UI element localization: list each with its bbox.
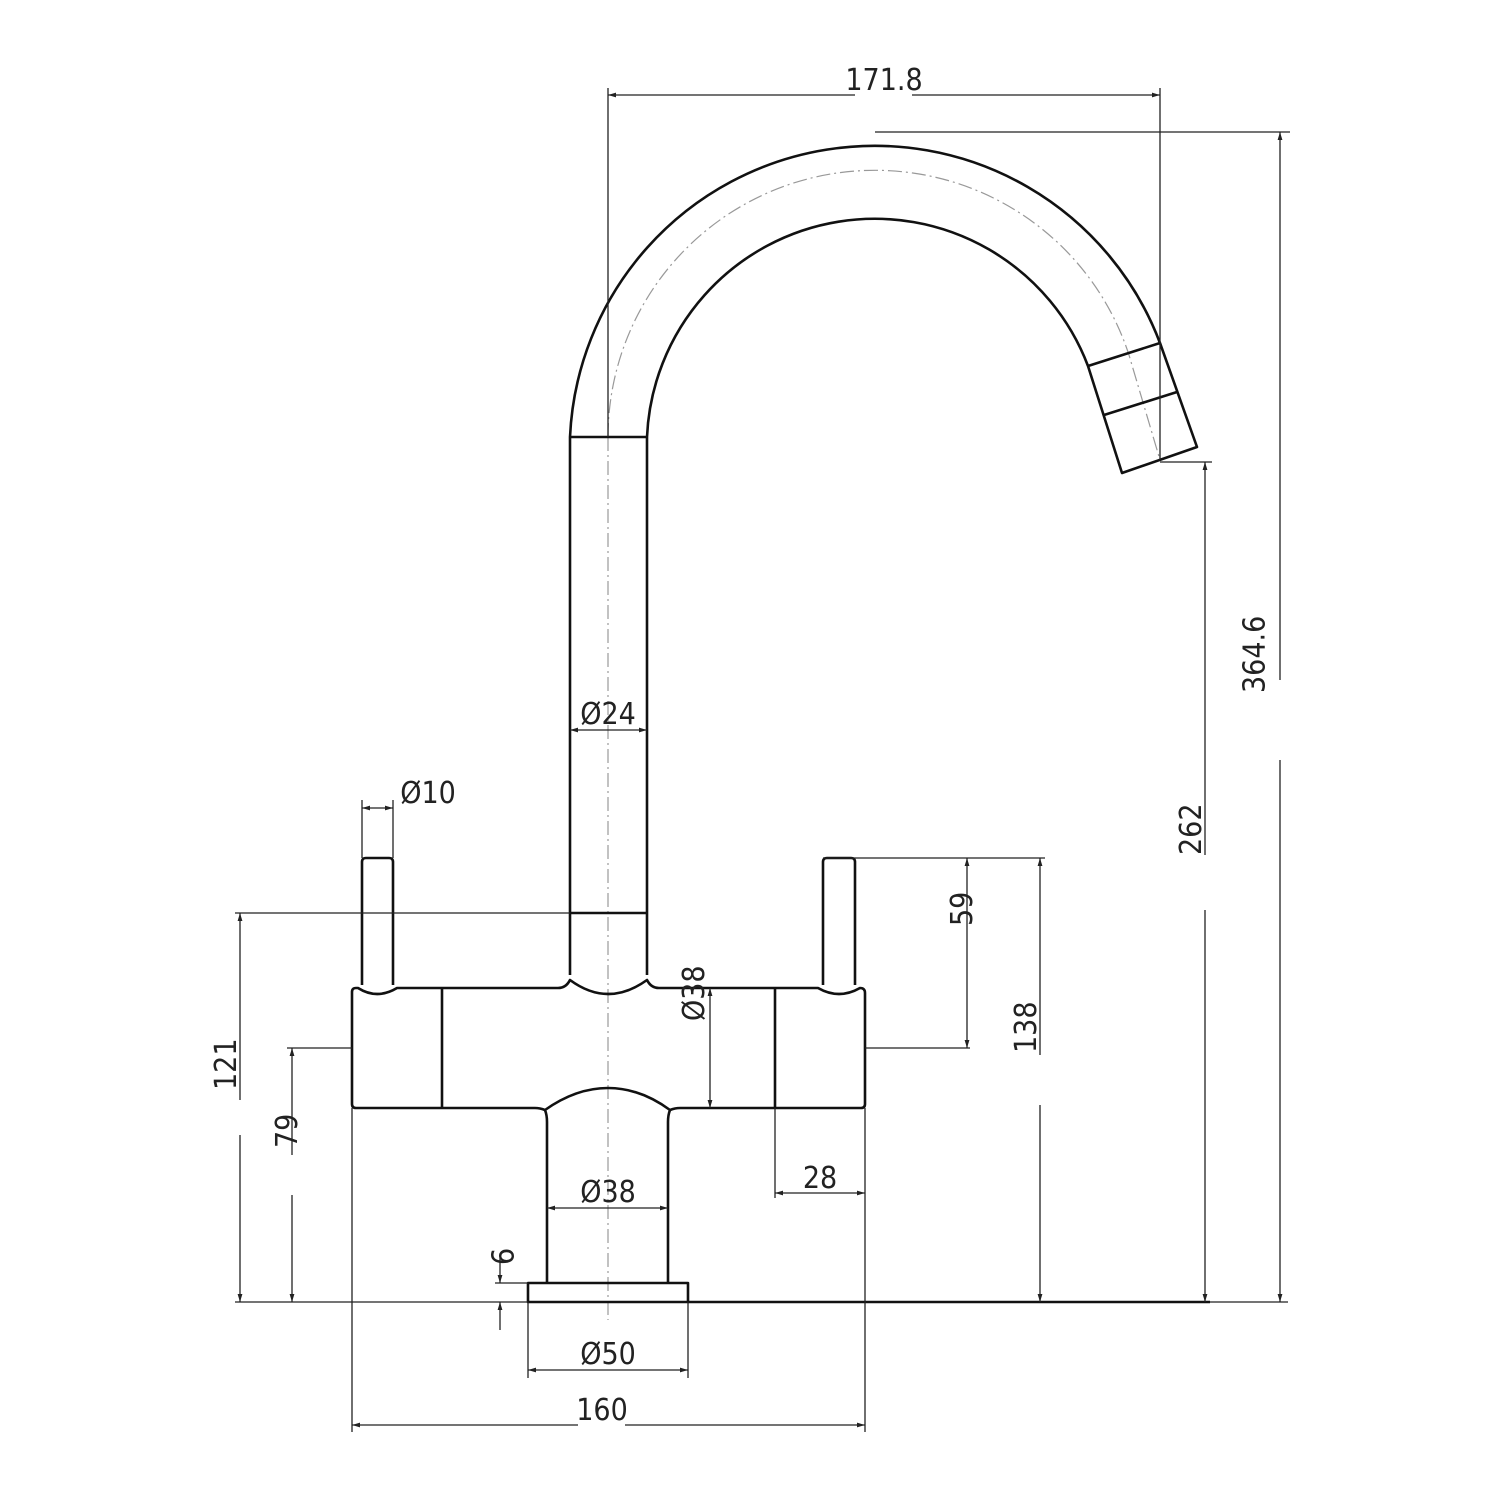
total-width-label: 160	[576, 1393, 628, 1428]
right-lever	[821, 856, 857, 985]
outlet-height-label: 262	[1174, 803, 1209, 855]
stem-diameter-label: Ø38	[580, 1175, 636, 1210]
body-axis-height-label: 79	[270, 1114, 305, 1148]
base-diameter-label: Ø50	[580, 1337, 636, 1372]
dimension-lines	[235, 88, 1290, 1432]
spout	[568, 144, 1199, 975]
centre-lines	[607, 169, 1161, 1320]
body-top-height-label: 121	[209, 1038, 244, 1090]
lever-diameter-label: Ø10	[400, 776, 456, 811]
base-thickness-label: 6	[486, 1248, 521, 1265]
total-height-label: 364.6	[1237, 616, 1272, 693]
body-diameter-label: Ø38	[677, 965, 712, 1021]
lever-height-label: 138	[1009, 1001, 1044, 1053]
dimension-labels: 171.8 364.6 262 138 59 121 79 160 Ø50 Ø3…	[209, 63, 1272, 1428]
body	[350, 978, 1210, 1304]
handle-width-label: 28	[803, 1161, 837, 1196]
spout-reach-label: 171.8	[845, 63, 922, 98]
lever-length-label: 59	[945, 892, 980, 926]
spout-diameter-label: Ø24	[580, 697, 636, 732]
left-lever	[360, 856, 395, 985]
